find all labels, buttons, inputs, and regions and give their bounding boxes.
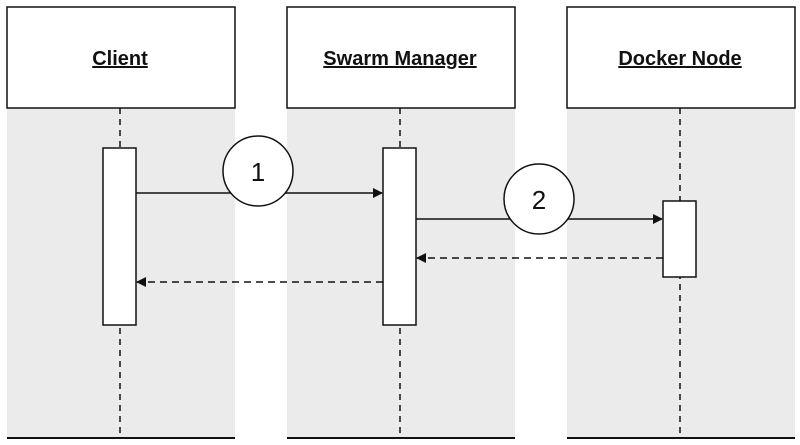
header-box-node	[566, 6, 796, 109]
lifeline-title-client: Client	[92, 48, 148, 70]
activation-manager	[382, 147, 417, 326]
activation-client	[102, 147, 137, 326]
header-box-manager	[286, 6, 516, 109]
lifeline-title-node: Docker Node	[618, 48, 741, 70]
activation-node	[662, 200, 697, 278]
header-box-client	[6, 6, 236, 109]
lifeline-title-manager: Swarm Manager	[323, 48, 477, 70]
step-label-2: 2	[532, 185, 546, 215]
step-badge-1	[222, 135, 294, 207]
step-label-1: 1	[251, 157, 265, 187]
step-badge-2	[503, 163, 575, 235]
